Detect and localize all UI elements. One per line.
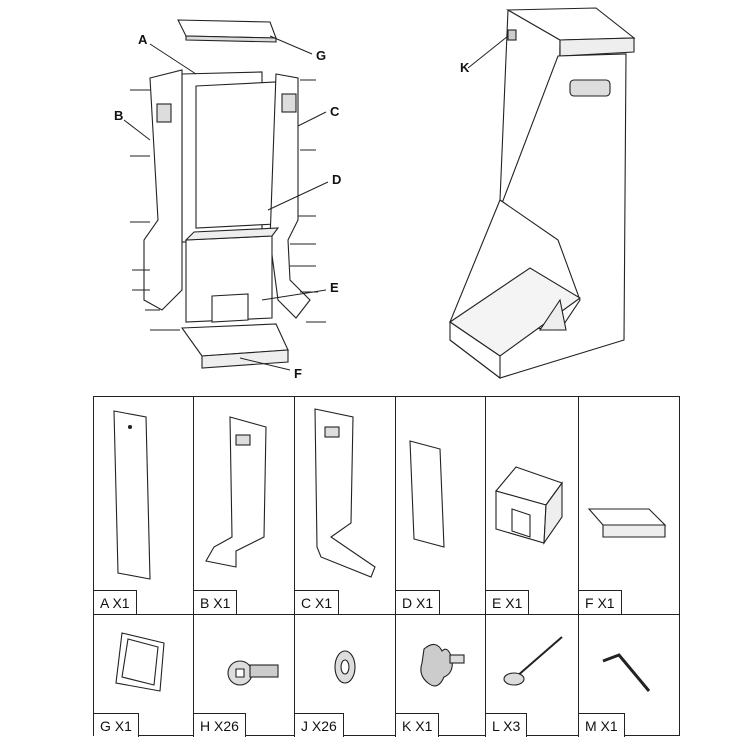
part-c-side: [269, 73, 311, 319]
washer-icon: [334, 650, 356, 684]
part-cell-j: J X26: [295, 615, 396, 737]
callout-c: C: [330, 104, 340, 119]
assembly-diagram: A B C D E F G K: [114, 7, 636, 381]
pin-icon: [503, 636, 563, 686]
part-a-drawing: [113, 410, 151, 580]
part-label-j: J X26: [295, 713, 344, 737]
part-b-drawing: [205, 416, 267, 568]
part-label-l: L X3: [486, 713, 528, 737]
callout-b: B: [114, 108, 123, 123]
part-cell-f: F X1: [579, 397, 679, 615]
part-b-side: [143, 69, 183, 311]
part-cell-l: L X3: [486, 615, 579, 737]
bolt-icon: [227, 660, 279, 686]
callout-g: G: [316, 48, 326, 63]
hex-key-icon: [602, 653, 651, 692]
assembled-view: K: [449, 7, 636, 380]
callout-f: F: [294, 366, 302, 381]
part-cell-g: G X1: [94, 615, 194, 737]
part-label-c: C X1: [295, 590, 340, 614]
part-cell-a: A X1: [94, 397, 194, 615]
callout-e: E: [330, 280, 339, 295]
part-cell-c: C X1: [295, 397, 396, 615]
part-label-b: B X1: [194, 590, 238, 614]
parts-list: A X1 B X1 C X1 D X1 E X1: [93, 396, 680, 737]
part-d-panel: [195, 81, 277, 229]
part-cell-m: M X1: [579, 615, 679, 737]
part-e-drawing: [495, 466, 563, 545]
part-label-h: H X26: [194, 713, 246, 737]
knob-icon: [420, 643, 465, 687]
part-label-f: F X1: [579, 590, 622, 614]
part-d-drawing: [409, 440, 445, 548]
callout-k: K: [460, 60, 470, 75]
callout-d: D: [332, 172, 341, 187]
part-cell-k: K X1: [396, 615, 486, 737]
part-g-lid: [177, 19, 277, 39]
part-cell-h: H X26: [194, 615, 295, 737]
part-cell-e: E X1: [486, 397, 579, 615]
part-c-drawing: [314, 408, 376, 578]
part-label-d: D X1: [396, 590, 441, 614]
part-label-k: K X1: [396, 713, 440, 737]
part-label-a: A X1: [94, 590, 137, 614]
part-label-m: M X1: [579, 713, 625, 737]
exploded-view: A B C D E F G: [114, 19, 341, 381]
part-label-g: G X1: [94, 713, 139, 737]
part-g-drawing: [115, 632, 165, 692]
part-cell-b: B X1: [194, 397, 295, 615]
callout-a: A: [138, 32, 148, 47]
part-f-drawing: [587, 508, 667, 538]
part-cell-d: D X1: [396, 397, 486, 615]
part-label-e: E X1: [486, 590, 530, 614]
